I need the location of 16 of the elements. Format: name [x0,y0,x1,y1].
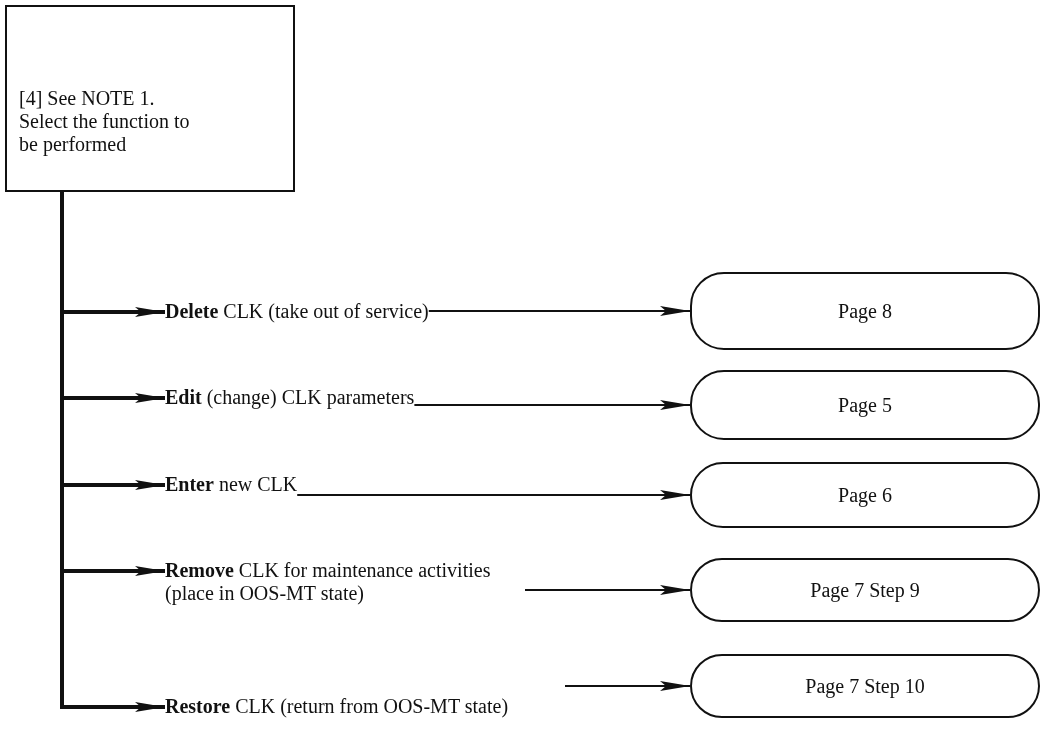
arrow [296,490,691,500]
option-text: Remove CLK for maintenance activities (place in OOS-MT state) [165,559,525,605]
terminal-box: Page 7 Step 9 [690,558,1040,622]
option-text: Enter new CLK [165,473,298,496]
process-box: [4] See NOTE 1. Select the function to be performed [5,5,295,192]
terminal-box: Page 6 [690,462,1040,528]
terminal-box: Page 5 [690,370,1040,440]
option-text: Restore CLK (return from OOS-MT state) [165,695,565,718]
arrow [564,681,691,691]
terminal-box: Page 7 Step 10 [690,654,1040,718]
arrow [427,306,691,316]
arrow [413,400,691,410]
terminal-box: Page 8 [690,272,1040,350]
arrow [524,585,691,595]
option-text: Edit (change) CLK parameters [165,386,415,409]
option-text: Delete CLK (take out of service) [165,300,429,323]
